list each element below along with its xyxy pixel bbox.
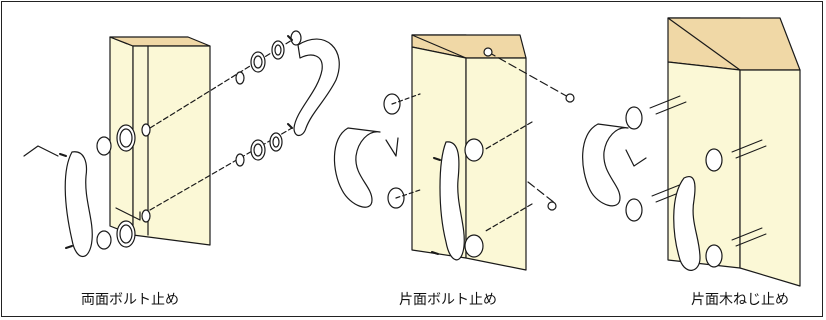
hex-key-icon (385, 137, 399, 157)
caption-single-bolt: 片面ボルト止め (399, 292, 497, 308)
rosette-icon (625, 106, 723, 268)
rosette-icon (383, 93, 484, 258)
panel-single-wood-screw-illustration (582, 17, 801, 287)
screw-icon (649, 95, 767, 247)
lever-handle-icon (673, 176, 701, 271)
lever-handle-icon (293, 38, 340, 137)
washer-icon (235, 132, 283, 167)
panel-single-bolt-illustration (333, 34, 575, 271)
caption-single-wood-screw: 片面木ねじ止め (691, 292, 789, 308)
hex-key-icon (23, 145, 59, 157)
lever-handle-icon (439, 141, 465, 261)
lever-handle-icon (333, 127, 381, 208)
hex-key-icon (115, 207, 141, 221)
hex-key-icon (625, 149, 647, 167)
lever-handle-icon (64, 151, 93, 258)
washer-icon (483, 47, 575, 211)
caption-both-bolt: 両面ボルト止め (81, 292, 179, 308)
panel-both-bolt-illustration (23, 30, 340, 258)
rosette-icon (96, 123, 151, 250)
screw-icon (59, 35, 293, 249)
screw-icon (431, 157, 441, 255)
lever-handle-icon (582, 123, 629, 207)
